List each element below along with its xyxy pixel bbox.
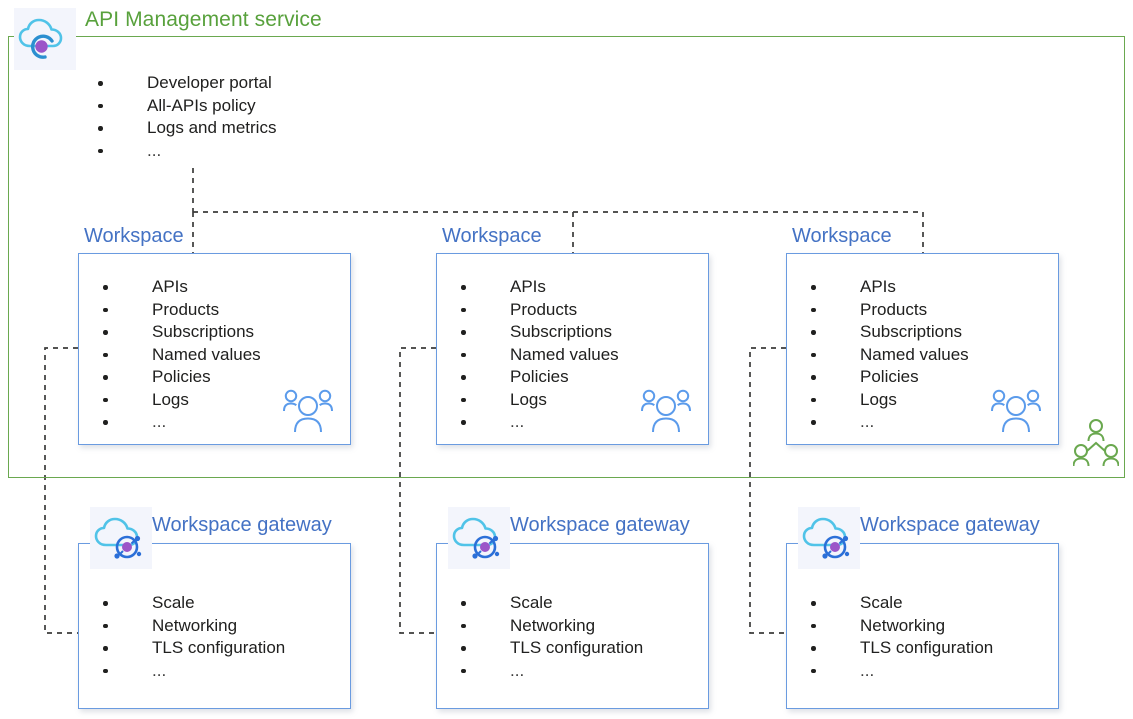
workspace-box-3: APIs Products Subscriptions Named values… [786, 253, 1059, 445]
list-item: Networking [455, 615, 643, 638]
list-item: All-APIs policy [92, 95, 276, 118]
workspace-people-icon [988, 388, 1044, 436]
workspace-gateway-box-3: Scale Networking TLS configuration ... [786, 543, 1059, 709]
workspace-gateway-box-2: Scale Networking TLS configuration ... [436, 543, 709, 709]
workspace-people-icon [280, 388, 336, 436]
workspace-title-1: Workspace [84, 225, 184, 247]
workspace-title-3: Workspace [792, 225, 892, 247]
list-item: Developer portal [92, 72, 276, 95]
list-item: ... [97, 411, 261, 434]
workspace-people-icon [638, 388, 694, 436]
workspace-gateway-title-3: Workspace gateway [860, 514, 1040, 536]
api-management-cloud-icon [14, 8, 76, 70]
list-item: Named values [97, 344, 261, 367]
list-item: Logs [805, 389, 969, 412]
list-item: Products [97, 299, 261, 322]
list-item: Logs [455, 389, 619, 412]
workspace-gateway-cloud-icon [90, 507, 152, 569]
list-item: TLS configuration [97, 637, 285, 660]
list-item: Named values [455, 344, 619, 367]
api-management-service-container [8, 36, 1125, 478]
list-item: Networking [97, 615, 285, 638]
list-item: Policies [455, 366, 619, 389]
api-management-service-title: API Management service [85, 8, 322, 31]
list-item: ... [455, 411, 619, 434]
workspace-box-2: APIs Products Subscriptions Named values… [436, 253, 709, 445]
list-item: Logs [97, 389, 261, 412]
gateway-feature-list-1: Scale Networking TLS configuration ... [97, 592, 285, 682]
workspace-gateway-title-2: Workspace gateway [510, 514, 690, 536]
list-item: Subscriptions [455, 321, 619, 344]
list-item: Networking [805, 615, 993, 638]
list-item: Scale [805, 592, 993, 615]
list-item: Scale [97, 592, 285, 615]
workspace-feature-list-3: APIs Products Subscriptions Named values… [805, 276, 969, 434]
organization-people-icon [1072, 418, 1120, 470]
list-item: ... [92, 140, 276, 163]
workspace-title-2: Workspace [442, 225, 542, 247]
workspace-box-1: APIs Products Subscriptions Named values… [78, 253, 351, 445]
list-item: Subscriptions [805, 321, 969, 344]
list-item: Named values [805, 344, 969, 367]
list-item: Policies [805, 366, 969, 389]
list-item: APIs [805, 276, 969, 299]
workspace-feature-list-2: APIs Products Subscriptions Named values… [455, 276, 619, 434]
gateway-feature-list-2: Scale Networking TLS configuration ... [455, 592, 643, 682]
workspace-gateway-title-1: Workspace gateway [152, 514, 332, 536]
workspace-gateway-box-1: Scale Networking TLS configuration ... [78, 543, 351, 709]
workspace-feature-list-1: APIs Products Subscriptions Named values… [97, 276, 261, 434]
list-item: Scale [455, 592, 643, 615]
list-item: TLS configuration [455, 637, 643, 660]
list-item: TLS configuration [805, 637, 993, 660]
workspace-gateway-cloud-icon [798, 507, 860, 569]
list-item: APIs [97, 276, 261, 299]
list-item: ... [97, 660, 285, 683]
list-item: ... [805, 411, 969, 434]
list-item: ... [805, 660, 993, 683]
gateway-feature-list-3: Scale Networking TLS configuration ... [805, 592, 993, 682]
service-feature-list: Developer portal All-APIs policy Logs an… [92, 72, 276, 162]
list-item: Subscriptions [97, 321, 261, 344]
list-item: ... [455, 660, 643, 683]
list-item: APIs [455, 276, 619, 299]
list-item: Logs and metrics [92, 117, 276, 140]
workspace-gateway-cloud-icon [448, 507, 510, 569]
list-item: Policies [97, 366, 261, 389]
list-item: Products [455, 299, 619, 322]
list-item: Products [805, 299, 969, 322]
